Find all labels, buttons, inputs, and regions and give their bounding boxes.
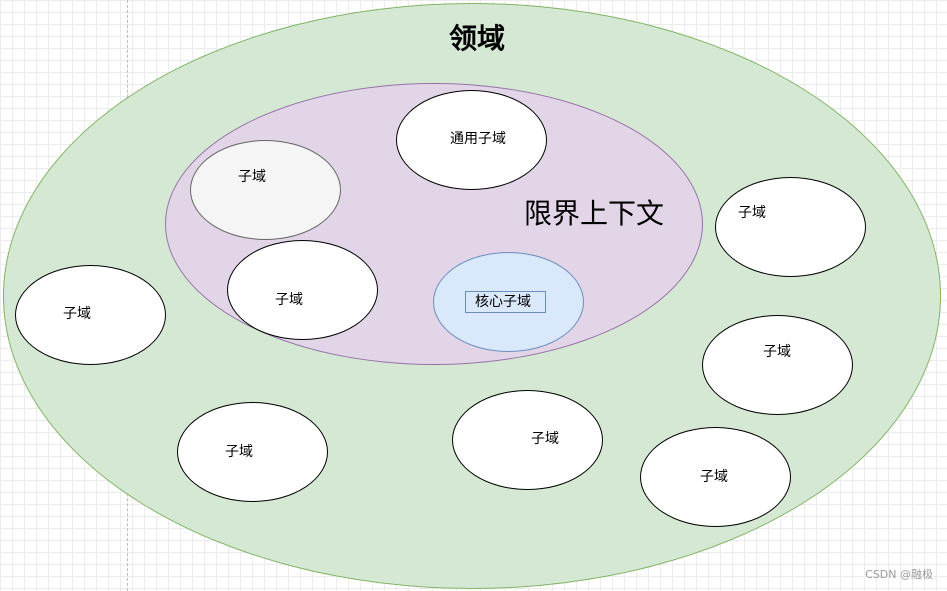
subdomain-outer-ellipse[interactable] <box>452 390 603 490</box>
subdomain-outer-ellipse[interactable] <box>15 265 166 365</box>
generic-subdomain-label: 通用子域 <box>450 131 506 147</box>
subdomain-outer-ellipse[interactable] <box>640 427 791 527</box>
subdomain-inner-ellipse[interactable] <box>227 240 378 340</box>
watermark-text: CSDN @融极 <box>865 568 933 581</box>
subdomain-outer-label: 子域 <box>738 205 766 221</box>
subdomain-outer-label: 子域 <box>63 306 91 322</box>
subdomain-gray-ellipse[interactable] <box>190 140 341 240</box>
core-subdomain-label-box <box>465 291 546 313</box>
domain-title: 领域 <box>449 22 506 55</box>
subdomain-outer-ellipse[interactable] <box>715 177 866 277</box>
subdomain-gray-label: 子域 <box>238 169 266 185</box>
subdomain-outer-label: 子域 <box>763 344 791 360</box>
subdomain-inner-label: 子域 <box>275 292 303 308</box>
subdomain-outer-label: 子域 <box>531 431 559 447</box>
subdomain-outer-label: 子域 <box>225 444 253 460</box>
bounded-context-label: 限界上下文 <box>524 197 665 230</box>
subdomain-outer-label: 子域 <box>700 469 728 485</box>
core-subdomain-label: 核心子域 <box>475 294 531 310</box>
subdomain-outer-ellipse[interactable] <box>177 402 328 502</box>
subdomain-outer-ellipse[interactable] <box>702 315 853 415</box>
core-subdomain-ellipse[interactable] <box>433 252 584 352</box>
generic-subdomain-ellipse[interactable] <box>396 90 547 190</box>
